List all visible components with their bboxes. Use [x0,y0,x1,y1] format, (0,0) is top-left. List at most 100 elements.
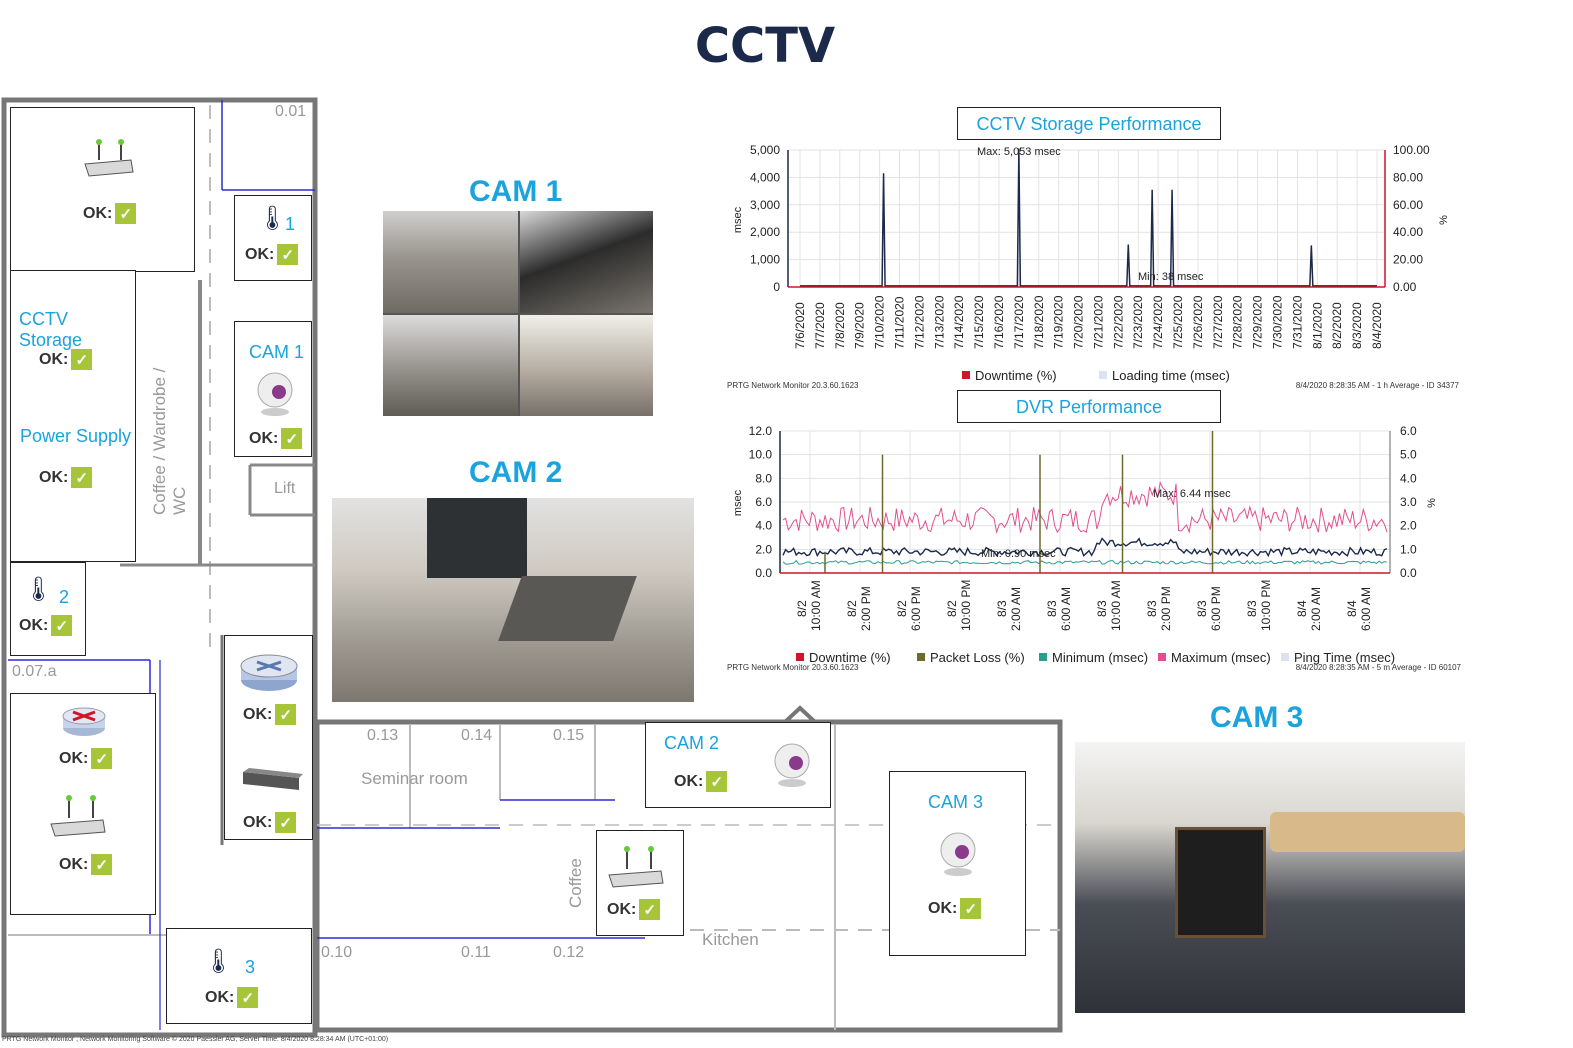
device-cam3[interactable]: CAM 3 OK:✓ [889,771,1026,956]
legend-label: Loading time (msec) [1112,368,1230,383]
check-icon: ✓ [281,428,303,449]
y-tick-label: 2,000 [750,225,780,239]
device-label: 2 [59,587,70,607]
x-tick-label: 7/18/2020 [1032,295,1046,349]
device-temp-3[interactable]: 🌡 3 OK:✓ [166,928,312,1024]
check-icon: ✓ [51,615,73,636]
y-tick-label: 4,000 [750,170,780,184]
legend-label: Downtime (%) [809,650,891,665]
check-icon: ✓ [71,349,93,370]
min-annotation: Min: 0.90 msec [981,548,1056,560]
room-label-lift: Lift [274,480,296,497]
device-cam2[interactable]: CAM 2 OK:✓ [645,722,831,808]
x-tick-label: 8/2 [945,600,959,617]
room-number: 0.11 [461,944,491,961]
x-tick-label: 7/12/2020 [912,295,926,349]
device-label: 3 [245,957,256,977]
wifi-router-icon [50,795,106,837]
x-tick-label: 8/3 [1195,600,1209,617]
x-tick-label: 7/29/2020 [1251,295,1265,349]
check-icon: ✓ [91,854,113,875]
device-storage-power[interactable]: CCTV Storage OK:✓ Power Supply OK:✓ [10,270,136,562]
cam3-feed[interactable] [1075,742,1465,1013]
room-label-coffee-wc: Coffee / Wardrobe / WC [150,367,189,515]
x-tick-label: 2:00 PM [1159,586,1173,631]
status-ok: OK:✓ [205,987,259,1008]
x-tick-label: 6:00 PM [1209,586,1223,631]
cam1-title: CAM 1 [469,175,563,208]
device-temp-1[interactable]: 🌡 1 OK:✓ [234,195,312,281]
y2-tick-label: 0.0 [1400,566,1417,580]
device-router-switch[interactable]: OK:✓ OK:✓ [224,635,313,840]
cam3-title: CAM 3 [1210,701,1304,734]
device-router-top[interactable]: OK:✓ [10,107,195,272]
x-tick-label: 7/19/2020 [1052,295,1066,349]
series-line-ping [782,537,1388,558]
status-ok: OK:✓ [928,898,982,919]
y-axis-label: msec [732,489,744,516]
status-ok: OK:✓ [245,244,299,265]
status-ok: OK:✓ [243,812,297,833]
device-wifi-coffee[interactable]: OK:✓ [596,830,684,936]
cam2-feed[interactable] [332,498,694,702]
max-annotation: Max: 5,053 msec [977,146,1061,158]
chart-footer-left: PRTG Network Monitor 20.3.60.1623 [727,381,859,390]
y-tick-label: 0 [773,280,780,294]
series-line-max [782,480,1388,535]
y-tick-label: 4.0 [755,519,772,533]
room-number: 0.10 [321,944,353,961]
y-tick-label: 12.0 [749,424,773,438]
device-temp-2[interactable]: 🌡 2 OK:✓ [10,562,86,656]
device-router-wifi-left[interactable]: OK:✓ OK:✓ [10,693,156,915]
check-icon: ✓ [237,987,259,1008]
device-label-power-supply: Power Supply [20,426,132,446]
x-tick-label: 8/2 [895,600,909,617]
y2-tick-label: 6.0 [1400,424,1417,438]
room-number: 0.01 [275,103,307,120]
device-label: CAM 3 [928,792,984,812]
device-cam1[interactable]: CAM 1 OK:✓ [234,321,312,457]
check-icon: ✓ [706,771,728,792]
x-tick-label: 6:00 AM [1059,587,1073,631]
check-icon: ✓ [275,812,297,833]
check-icon: ✓ [91,748,113,769]
x-tick-label: 6:00 AM [1359,587,1373,631]
x-tick-label: 7/9/2020 [853,302,867,349]
x-tick-label: 2:00 AM [1309,587,1323,631]
status-ok: OK:✓ [243,704,297,725]
legend-swatch [1039,653,1047,661]
x-tick-label: 10:00 AM [809,580,823,631]
legend-swatch [796,653,804,661]
room-label-seminar: Seminar room [361,769,468,788]
status-ok: OK:✓ [59,748,113,769]
y2-tick-label: 1.0 [1400,542,1417,556]
x-tick-label: 10:00 PM [1259,580,1273,631]
y2-tick-label: 40.00 [1393,225,1423,239]
x-tick-label: 8/3 [1095,600,1109,617]
switch-icon [243,768,303,790]
x-tick-label: 8/3 [1245,600,1259,617]
cam1-feed[interactable] [383,211,653,416]
check-icon: ✓ [71,467,93,488]
storage-chart-title: CCTV Storage Performance [957,107,1221,140]
x-tick-label: 7/14/2020 [952,295,966,349]
check-icon: ✓ [277,244,299,265]
room-number: 0.07.a [12,663,57,680]
y2-tick-label: 5.0 [1400,448,1417,462]
storage-chart: 5,0004,0003,0002,0001,0000100.0080.0060.… [727,143,1460,390]
y2-axis-label: % [1426,498,1438,508]
x-tick-label: 8/4/2020 [1370,302,1384,349]
x-tick-label: 7/13/2020 [932,295,946,349]
x-tick-label: 7/22/2020 [1111,295,1125,349]
x-tick-label: 2:00 AM [1009,587,1023,631]
wifi-router-icon [608,846,664,888]
room-label-kitchen: Kitchen [702,930,759,949]
legend-label: Ping Time (msec) [1294,650,1395,665]
x-tick-label: 7/16/2020 [992,295,1006,349]
x-tick-label: 6:00 PM [909,586,923,631]
legend-label: Packet Loss (%) [930,650,1025,665]
status-ok: OK:✓ [59,854,113,875]
x-tick-label: 8/4 [1295,600,1309,617]
y2-axis-label: % [1438,215,1450,225]
device-label-cctv-storage: CCTV Storage [19,309,83,350]
